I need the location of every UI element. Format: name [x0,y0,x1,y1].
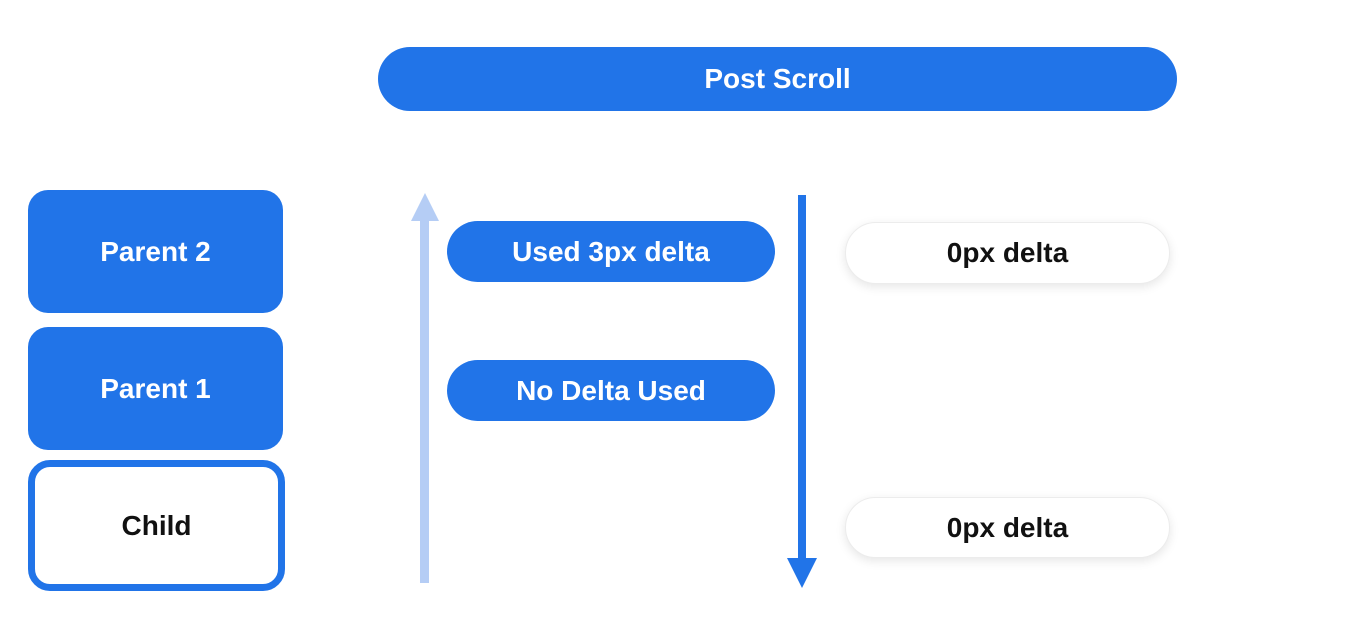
parent2-box: Parent 2 [28,190,283,313]
parent1-label: Parent 1 [100,372,211,404]
zero-delta-pill-top: 0px delta [845,222,1170,284]
up-arrowhead-icon [411,193,439,221]
child-box: Child [28,460,285,591]
used-delta-label: Used 3px delta [512,235,710,267]
zero-delta-top-label: 0px delta [946,237,1069,268]
post-scroll-title-label: Post Scroll [704,63,851,94]
scroll-up-arrow-icon [411,193,439,583]
scroll-down-arrow-icon [787,195,817,588]
child-label: Child [121,509,192,541]
up-arrow-shaft [420,219,429,583]
down-arrowhead-icon [787,558,817,588]
down-arrow-shaft [798,195,806,560]
parent2-label: Parent 2 [100,235,211,267]
no-delta-label: No Delta Used [516,374,706,406]
no-delta-pill: No Delta Used [447,360,775,421]
zero-delta-pill-bottom: 0px delta [845,497,1170,558]
used-delta-pill: Used 3px delta [447,221,775,282]
parent1-box: Parent 1 [28,327,283,450]
zero-delta-bottom-label: 0px delta [946,511,1069,543]
post-scroll-title-pill: Post Scroll [378,47,1177,111]
